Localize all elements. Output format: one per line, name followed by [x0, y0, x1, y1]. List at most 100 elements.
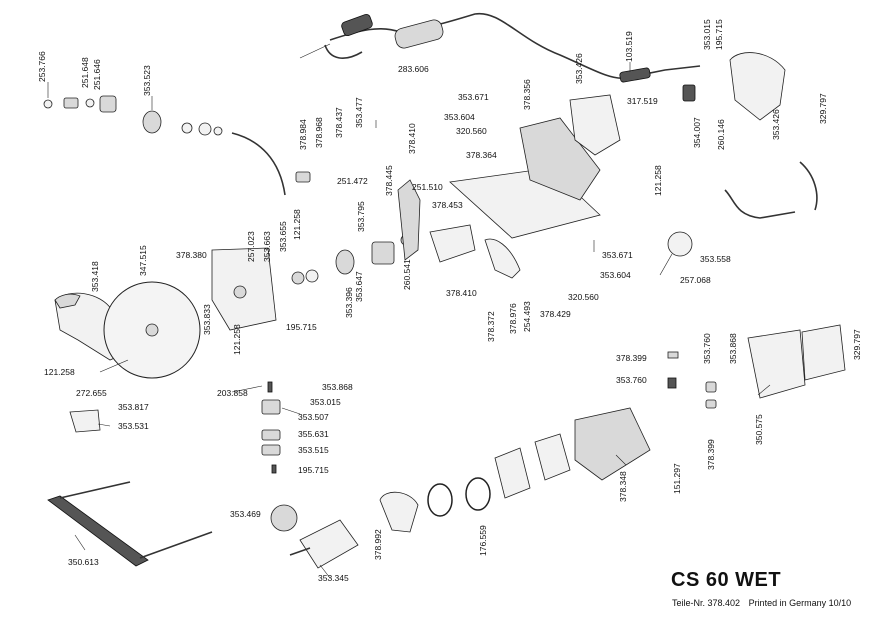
part-label: 353.469 [230, 509, 261, 519]
part-label: 378.399 [706, 439, 716, 470]
part-label: 353.655 [278, 221, 288, 252]
part-labels: 253.766 251.648 251.646 353.523 283.606 … [37, 19, 862, 583]
gasket-frames [494, 433, 571, 499]
depth-lock-knob [659, 231, 693, 276]
motor-housing-half [682, 52, 786, 121]
part-label: 195.715 [298, 465, 329, 475]
part-label: 353.868 [728, 333, 738, 364]
part-label: 283.606 [398, 64, 429, 74]
part-label: 378.453 [432, 200, 463, 210]
part-label: 251.648 [80, 57, 90, 88]
base-plate [449, 94, 621, 239]
part-label: 353.558 [700, 254, 731, 264]
part-label: 254.493 [522, 301, 532, 332]
part-label: 355.631 [298, 429, 329, 439]
part-label: 350.575 [754, 414, 764, 445]
part-label: 353.868 [322, 382, 353, 392]
part-label: 353.760 [702, 333, 712, 364]
rip-fence [47, 481, 213, 567]
part-label: 378.429 [540, 309, 571, 319]
part-label: 378.380 [176, 250, 207, 260]
part-label: 353.671 [458, 92, 489, 102]
part-label: 353.396 [344, 287, 354, 318]
part-label: 378.968 [314, 117, 324, 148]
part-label: 378.348 [618, 471, 628, 502]
part-label: 378.984 [298, 119, 308, 150]
part-label: 378.992 [373, 529, 383, 560]
part-label: 353.760 [616, 375, 647, 385]
part-label: 272.655 [76, 388, 107, 398]
part-label: 257.023 [246, 231, 256, 262]
power-cord [324, 12, 701, 83]
part-label: 251.646 [92, 59, 102, 90]
part-label: 253.766 [37, 51, 47, 82]
part-number-text: Teile-Nr. 378.402 [672, 598, 741, 608]
upper-blade-guard [211, 247, 277, 331]
spindle-lock-parts [43, 95, 311, 196]
part-label: 353.426 [771, 109, 781, 140]
rings [427, 477, 491, 517]
part-label: 353.015 [310, 397, 341, 407]
part-label: 121.258 [292, 209, 302, 240]
part-label: 353.015 [702, 19, 712, 50]
part-label: 121.258 [44, 367, 75, 377]
part-label: 353.647 [354, 271, 364, 302]
part-label: 251.472 [337, 176, 368, 186]
printed-text: Printed in Germany 10/10 [748, 598, 852, 608]
spindle-assembly [291, 234, 412, 285]
chip-deflector [69, 409, 101, 433]
motor-cover [747, 324, 846, 399]
part-label: 353.817 [118, 402, 149, 412]
part-label: 329.797 [818, 93, 828, 124]
part-label: 378.399 [616, 353, 647, 363]
part-label: 353.604 [600, 270, 631, 280]
part-label: 329.797 [852, 329, 862, 360]
connecting-wires [724, 161, 818, 219]
part-label: 353.523 [142, 65, 152, 96]
part-label: 257.068 [680, 275, 711, 285]
part-label: 353.531 [118, 421, 149, 431]
part-label: 320.560 [456, 126, 487, 136]
part-label: 378.445 [384, 165, 394, 196]
part-label: 203.858 [217, 388, 248, 398]
part-label: 378.976 [508, 303, 518, 334]
fan-baffle [379, 491, 419, 533]
part-label: 353.507 [298, 412, 329, 422]
part-label: 353.795 [356, 201, 366, 232]
motor-armature [270, 504, 359, 569]
part-label: 353.477 [354, 97, 364, 128]
part-label: 195.715 [286, 322, 317, 332]
part-label: 317.519 [627, 96, 658, 106]
part-label: 378.410 [446, 288, 477, 298]
saw-blade [103, 281, 201, 379]
part-label: 195.715 [714, 19, 724, 50]
part-label: 378.372 [486, 311, 496, 342]
part-label: 251.510 [412, 182, 443, 192]
leader-lines [47, 43, 771, 579]
part-label: 378.410 [407, 123, 417, 154]
part-label: 353.345 [318, 573, 349, 583]
part-label: 353.604 [444, 112, 475, 122]
part-label: 151.297 [672, 463, 682, 494]
part-label: 353.515 [298, 445, 329, 455]
part-label: 353.833 [202, 304, 212, 335]
brush-holder-parts [261, 381, 281, 474]
footer-line: Teile-Nr. 378.402 Printed in Germany 10/… [672, 598, 851, 608]
part-label: 353.663 [262, 231, 272, 262]
switch-parts [667, 351, 717, 409]
part-label: 354.007 [692, 117, 702, 148]
part-label: 103.519 [624, 31, 634, 62]
stator-housing [574, 407, 651, 481]
part-label: 320.560 [568, 292, 599, 302]
part-label: 378.364 [466, 150, 497, 160]
part-label: 260.146 [716, 119, 726, 150]
part-label: 347.515 [138, 245, 148, 276]
part-label: 378.437 [334, 107, 344, 138]
riving-knife [397, 179, 521, 279]
part-label: 378.356 [522, 79, 532, 110]
part-label: 350.613 [68, 557, 99, 567]
model-title: CS 60 WET [671, 569, 782, 591]
part-label: 353.671 [602, 250, 633, 260]
part-label: 121.258 [653, 165, 663, 196]
